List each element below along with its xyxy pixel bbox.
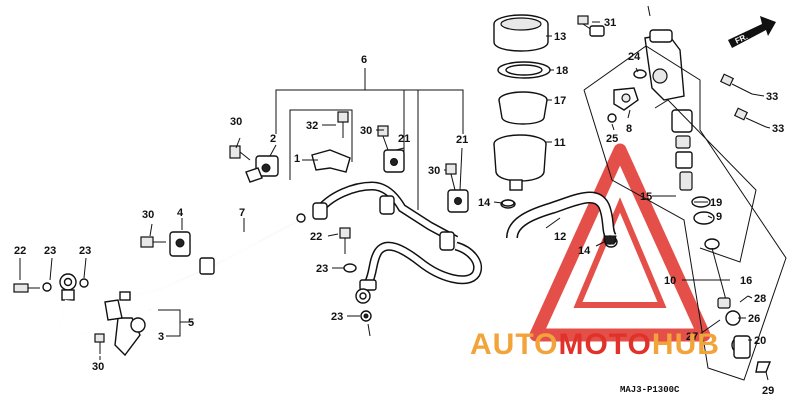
master-piston-parts	[671, 109, 772, 373]
clamp-21b	[445, 163, 469, 213]
part-label-27: 27	[686, 331, 698, 343]
part-label-23-c: 23	[44, 245, 56, 257]
part-label-22-a: 22	[310, 231, 322, 243]
reservoir-cap-13	[493, 14, 549, 52]
part-label-28: 28	[754, 293, 766, 305]
watermark-logo	[529, 143, 711, 342]
part-label-10: 10	[664, 275, 676, 287]
cotter-pin-28	[739, 295, 749, 303]
part-number-labels: 6 2 1 32 30 21 21 30 30 4 30 7 22 23 23 …	[14, 17, 784, 397]
front-direction-arrow: FR.	[728, 16, 776, 48]
part-label-25: 25	[606, 133, 618, 145]
part-label-16: 16	[740, 275, 752, 287]
part-label-26: 26	[748, 313, 760, 325]
tick-mark-hose	[367, 323, 371, 337]
part-label-5: 5	[188, 317, 194, 329]
part-label-30-d: 30	[142, 209, 154, 221]
clamp-4	[140, 231, 191, 257]
part-label-1: 1	[294, 153, 300, 165]
master-cylinder-body	[644, 29, 685, 101]
part-label-33-b: 33	[772, 123, 784, 135]
joint-pin-24	[607, 69, 647, 123]
part-label-12: 12	[554, 231, 566, 243]
part-label-17: 17	[554, 95, 566, 107]
part-label-20: 20	[754, 335, 766, 347]
part-label-33-a: 33	[766, 91, 778, 103]
reservoir-tank-11	[493, 134, 547, 191]
bolt-22-mid	[339, 227, 372, 322]
part-label-18: 18	[556, 65, 568, 77]
part-label-3: 3	[158, 331, 164, 343]
bolt-33a	[719, 73, 753, 95]
rear-hose-lower	[13, 273, 151, 357]
part-label-11: 11	[554, 137, 566, 149]
part-label-23-b: 23	[331, 311, 343, 323]
watermark-word-1: AUTO	[470, 328, 558, 361]
clamp-21a	[377, 125, 405, 173]
bolt-31	[577, 15, 605, 37]
part-label-15: 15	[640, 191, 652, 203]
watermark-word-3: HUB	[652, 328, 720, 361]
watermark-word-2: MOTO	[558, 328, 651, 361]
bracket-group-6	[275, 68, 464, 210]
bracket-1	[311, 111, 351, 173]
part-label-4: 4	[177, 207, 184, 219]
part-label-19: 19	[710, 197, 722, 209]
diagram-code: MAJ3-P1300C	[620, 385, 680, 395]
brake-pipe-7	[119, 213, 306, 301]
part-label-24: 24	[628, 51, 641, 63]
part-label-31: 31	[604, 17, 616, 29]
part-label-30-e: 30	[92, 361, 104, 373]
brake-hose-loop	[355, 241, 482, 304]
part-label-13: 13	[554, 31, 566, 43]
clamp-2	[229, 145, 279, 183]
part-label-30-c: 30	[230, 116, 242, 128]
part-label-23-a: 23	[316, 263, 328, 275]
leader-lines	[19, 21, 771, 381]
diaphragm-plate-18	[497, 61, 551, 79]
part-label-32: 32	[306, 120, 318, 132]
hose-clip-14	[501, 199, 617, 245]
part-label-14-b: 14	[578, 245, 591, 257]
master-callout-box	[583, 45, 787, 381]
part-label-22-b: 22	[14, 245, 26, 257]
part-label-29: 29	[762, 385, 774, 397]
part-label-23-d: 23	[79, 245, 91, 257]
brake-hose-upper	[312, 181, 459, 251]
bolt-33b	[733, 107, 767, 128]
pushrod-callout	[654, 99, 757, 263]
part-label-8: 8	[626, 123, 632, 135]
callout-box-1	[289, 109, 353, 180]
part-label-9: 9	[716, 211, 722, 223]
part-label-14-a: 14	[478, 197, 491, 209]
part-label-6: 6	[361, 54, 367, 66]
part-label-7: 7	[239, 207, 245, 219]
part-label-2: 2	[270, 133, 276, 145]
part-label-21-a: 21	[398, 133, 410, 145]
part-label-30-b: 30	[428, 165, 440, 177]
watermark-text: AUTOMOTOHUB	[470, 328, 720, 361]
part-label-30-a: 30	[360, 125, 372, 137]
part-label-21-b: 21	[456, 134, 468, 146]
tick-mark-top	[647, 5, 651, 17]
diaphragm-17	[498, 91, 548, 125]
